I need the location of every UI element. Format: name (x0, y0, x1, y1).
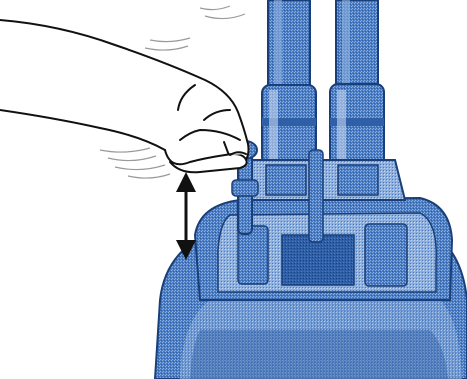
left-hose (267, 0, 311, 91)
hand (0, 19, 250, 174)
right-hose (335, 0, 379, 89)
double-headed-vertical-arrow-icon (176, 172, 196, 260)
canister-head (193, 196, 454, 301)
valve-block (238, 149, 407, 243)
left-hose-coupling (261, 84, 317, 166)
right-hose-coupling (329, 83, 385, 167)
motion-lines (99, 5, 246, 179)
